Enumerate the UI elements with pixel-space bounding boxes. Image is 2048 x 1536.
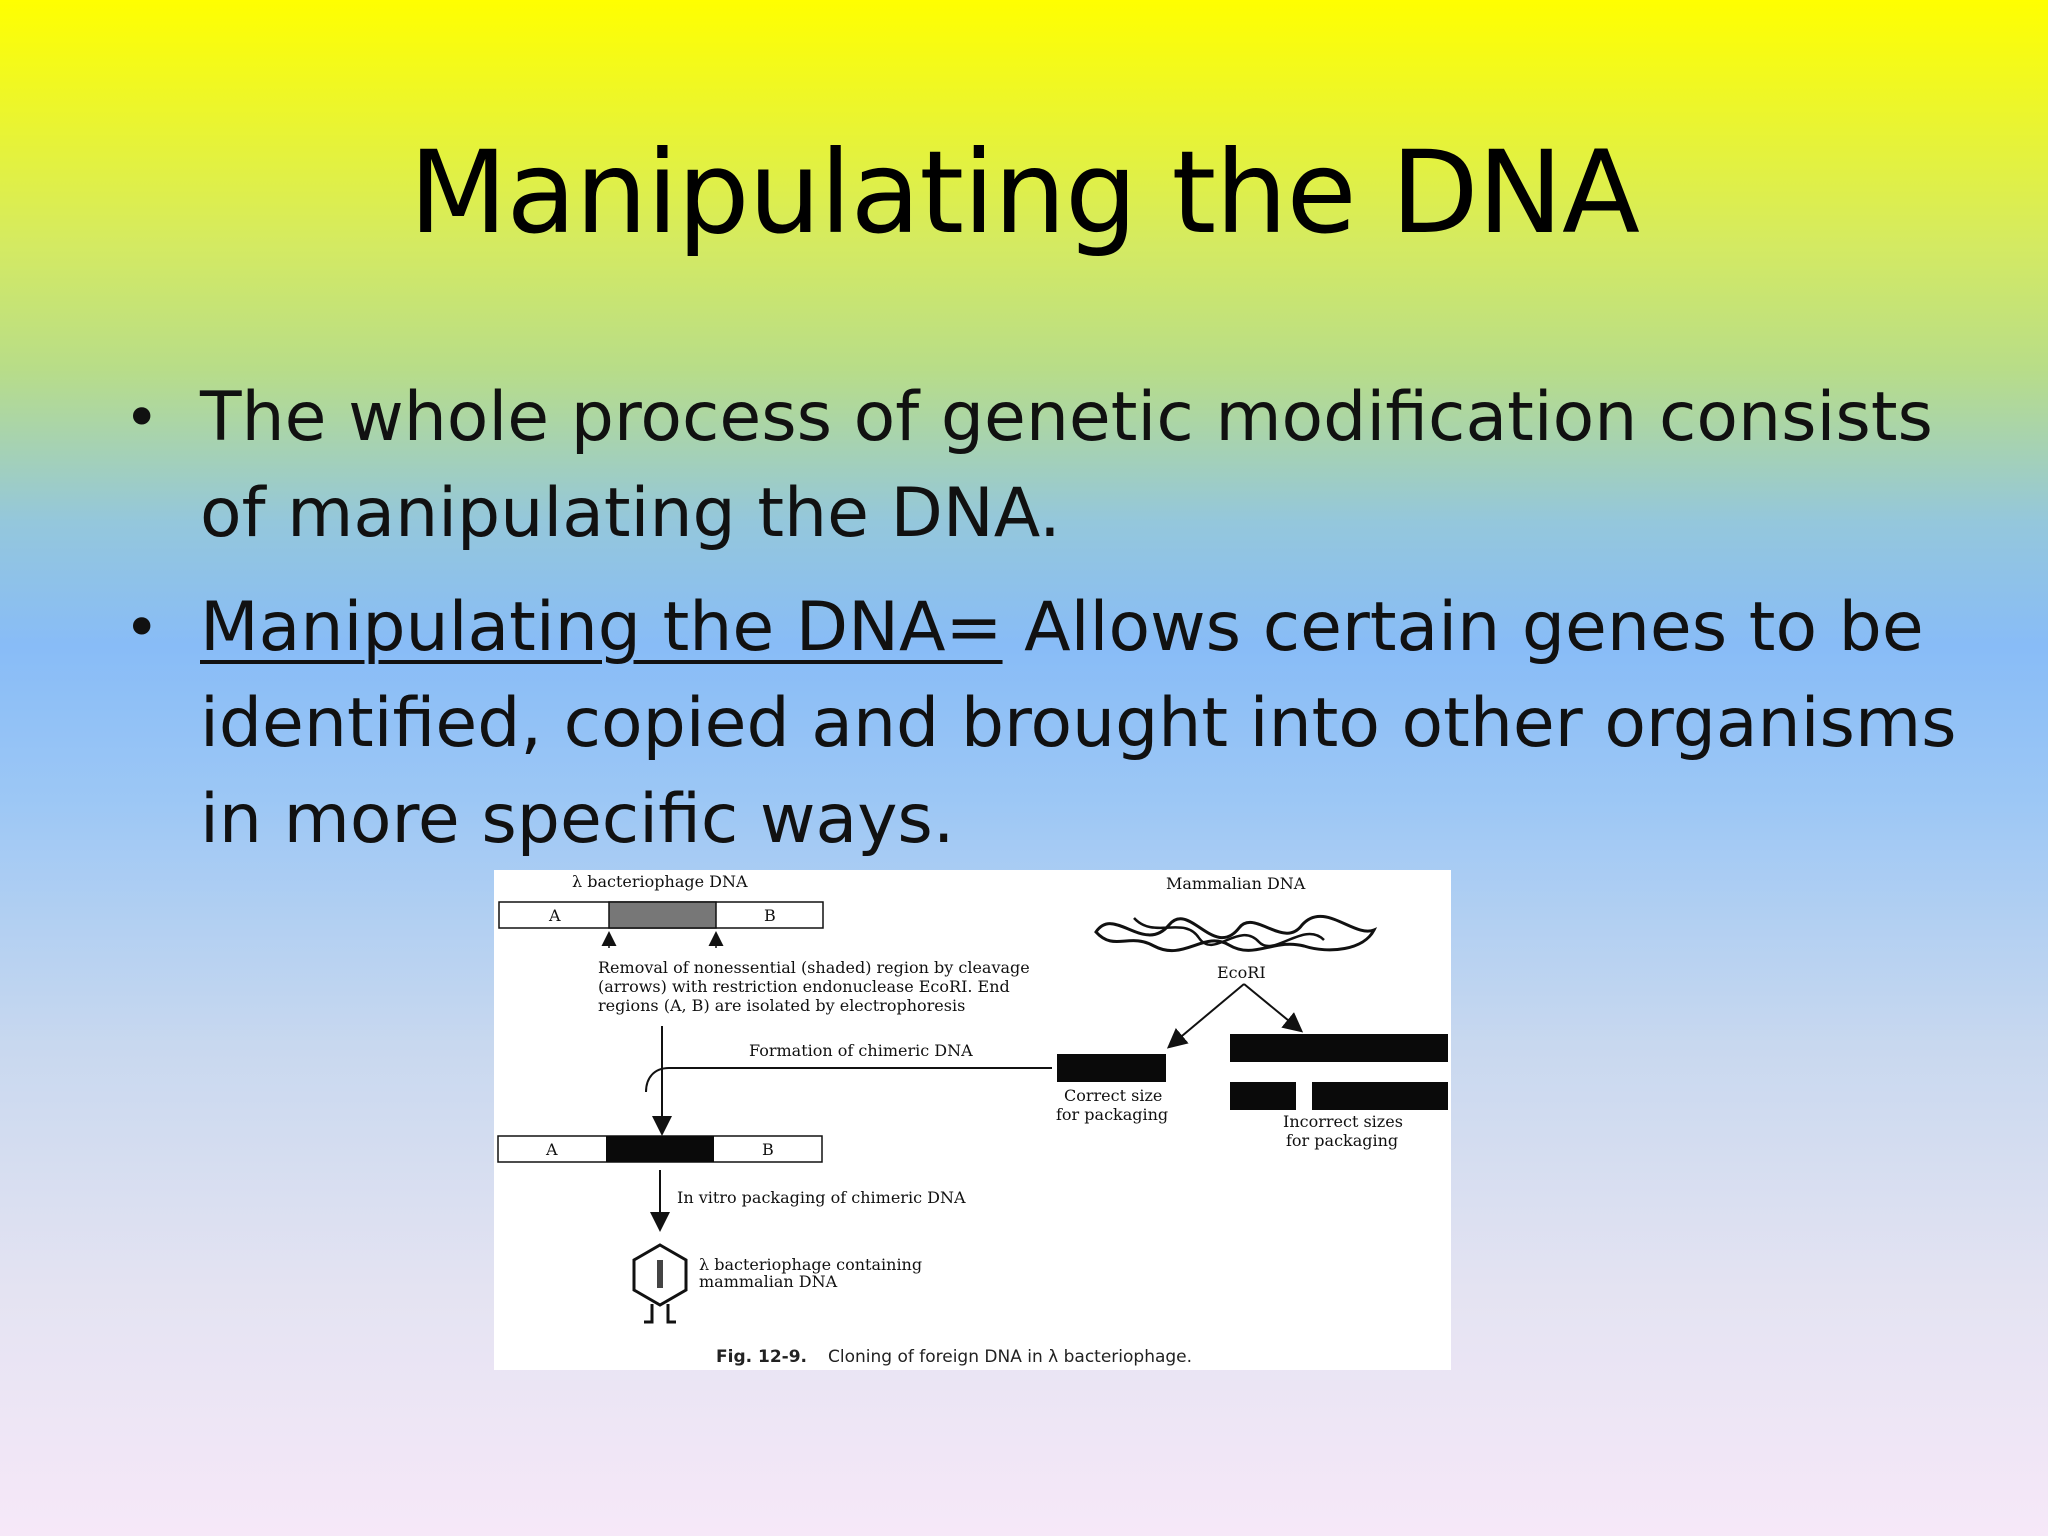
figure-caption-text: Cloning of foreign DNA in λ bacteriophag…	[828, 1347, 1192, 1367]
ecori-label: EcoRI	[1217, 963, 1266, 982]
bullet-list: • The whole process of genetic modificat…	[124, 370, 2004, 886]
mammalian-dna-coil	[1094, 914, 1378, 953]
correct-size-text-2: for packaging	[1056, 1105, 1168, 1124]
phage-contains-text-1: λ bacteriophage containing	[699, 1255, 922, 1274]
inserted-fragment	[606, 1136, 714, 1162]
phage-contains-text-2: mammalian DNA	[699, 1272, 838, 1291]
segment-b-label: B	[764, 906, 776, 925]
cloning-diagram: λ bacteriophage DNA A B Removal of nones…	[497, 872, 1448, 1367]
mammalian-dna-label: Mammalian DNA	[1166, 874, 1306, 893]
slide-title: Manipulating the DNA	[409, 126, 1640, 259]
chimeric-segment-b: B	[762, 1140, 774, 1159]
chimeric-segment-a: A	[545, 1140, 558, 1159]
cloning-figure: λ bacteriophage DNA A B Removal of nones…	[494, 870, 1451, 1370]
removal-text-1: Removal of nonessential (shaded) region …	[598, 958, 1030, 977]
phage-dna-label: λ bacteriophage DNA	[572, 872, 748, 891]
bullet-text: The whole process of genetic modificatio…	[200, 378, 1933, 553]
figure-caption-label: Fig. 12-9.	[716, 1347, 807, 1367]
nonessential-region	[608, 901, 717, 929]
segment-a-label: A	[548, 906, 561, 925]
removal-text-3: regions (A, B) are isolated by electroph…	[598, 996, 965, 1015]
mammalian-dna-coil	[1133, 917, 1325, 948]
bullet-dot-icon: •	[124, 593, 160, 663]
ecori-arrow-right	[1243, 983, 1304, 1033]
removal-text-2: (arrows) with restriction endonuclease E…	[598, 977, 1010, 996]
incorrect-fragment-mid	[1312, 1082, 1448, 1110]
incorrect-fragment-long	[1230, 1034, 1448, 1062]
phage-dna-insert-icon	[657, 1260, 663, 1288]
incorrect-fragment-short	[1230, 1082, 1296, 1110]
formation-connector	[645, 1067, 1052, 1093]
ecori-arrow-left	[1166, 983, 1245, 1049]
correct-fragment	[1057, 1054, 1166, 1082]
bullet-text: Allows certain genes to be identified, c…	[200, 588, 1957, 859]
packaging-text: In vitro packaging of chimeric DNA	[677, 1188, 966, 1207]
bullet-dot-icon: •	[124, 383, 160, 453]
phage-tail-icon	[644, 1304, 676, 1324]
bullet-term: Manipulating the DNA=	[200, 588, 1003, 667]
incorrect-size-text-1: Incorrect sizes	[1283, 1112, 1403, 1131]
correct-size-text-1: Correct size	[1064, 1086, 1162, 1105]
formation-text: Formation of chimeric DNA	[749, 1041, 973, 1060]
bullet-item: • The whole process of genetic modificat…	[124, 370, 2004, 562]
incorrect-size-text-2: for packaging	[1286, 1131, 1398, 1150]
bullet-item: • Manipulating the DNA= Allows certain g…	[124, 580, 2004, 868]
